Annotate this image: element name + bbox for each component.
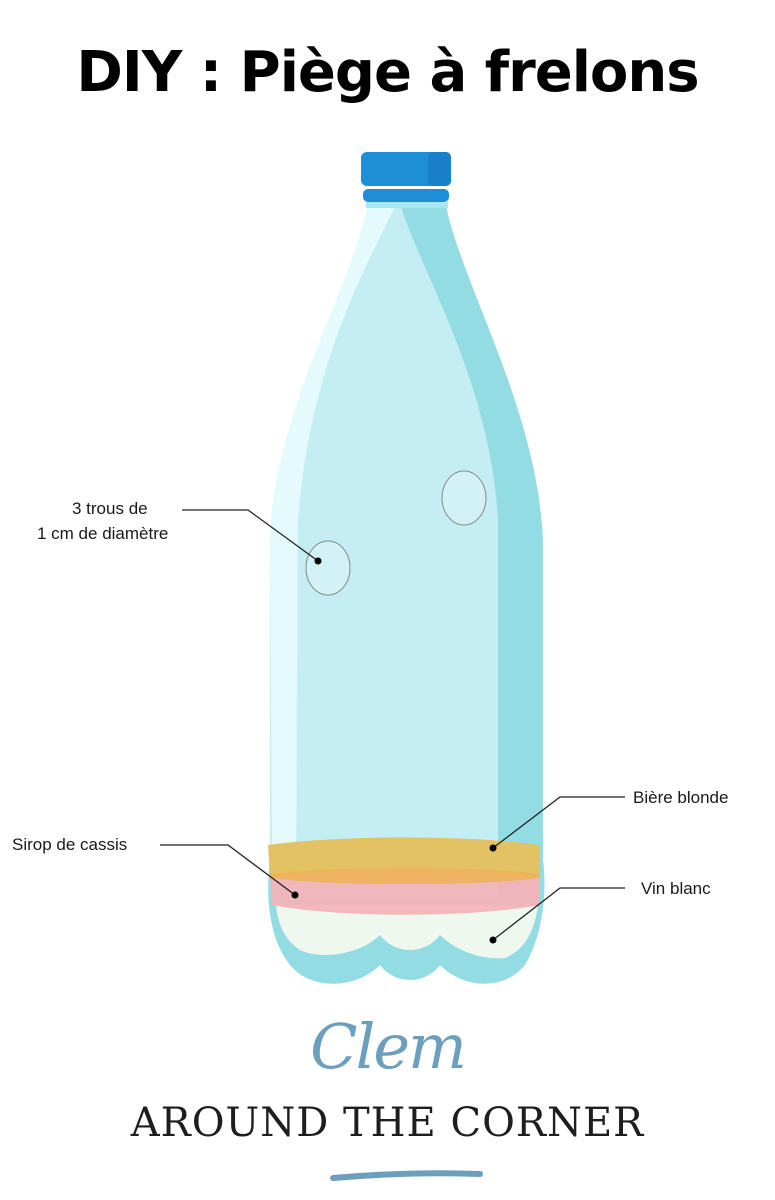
wine-label: Vin blanc: [641, 879, 711, 898]
brand-underline: [330, 1170, 483, 1181]
holes-label-line2: 1 cm de diamètre: [37, 524, 169, 543]
syrup-label: Sirop de cassis: [12, 835, 128, 854]
brand-name: AROUND THE CORNER: [130, 1100, 645, 1146]
hole-icon: [305, 540, 351, 596]
page-title: DIY : Piège à frelons: [76, 40, 699, 105]
wine-layer: [276, 905, 538, 959]
bottle-cap-icon: [361, 152, 451, 202]
hole-icon: [441, 470, 487, 526]
brand-logo-script: Clem: [310, 1010, 467, 1083]
beer-layer: [268, 837, 540, 878]
holes-label-line1: 3 trous de: [72, 499, 148, 518]
beer-label: Bière blonde: [633, 788, 729, 807]
